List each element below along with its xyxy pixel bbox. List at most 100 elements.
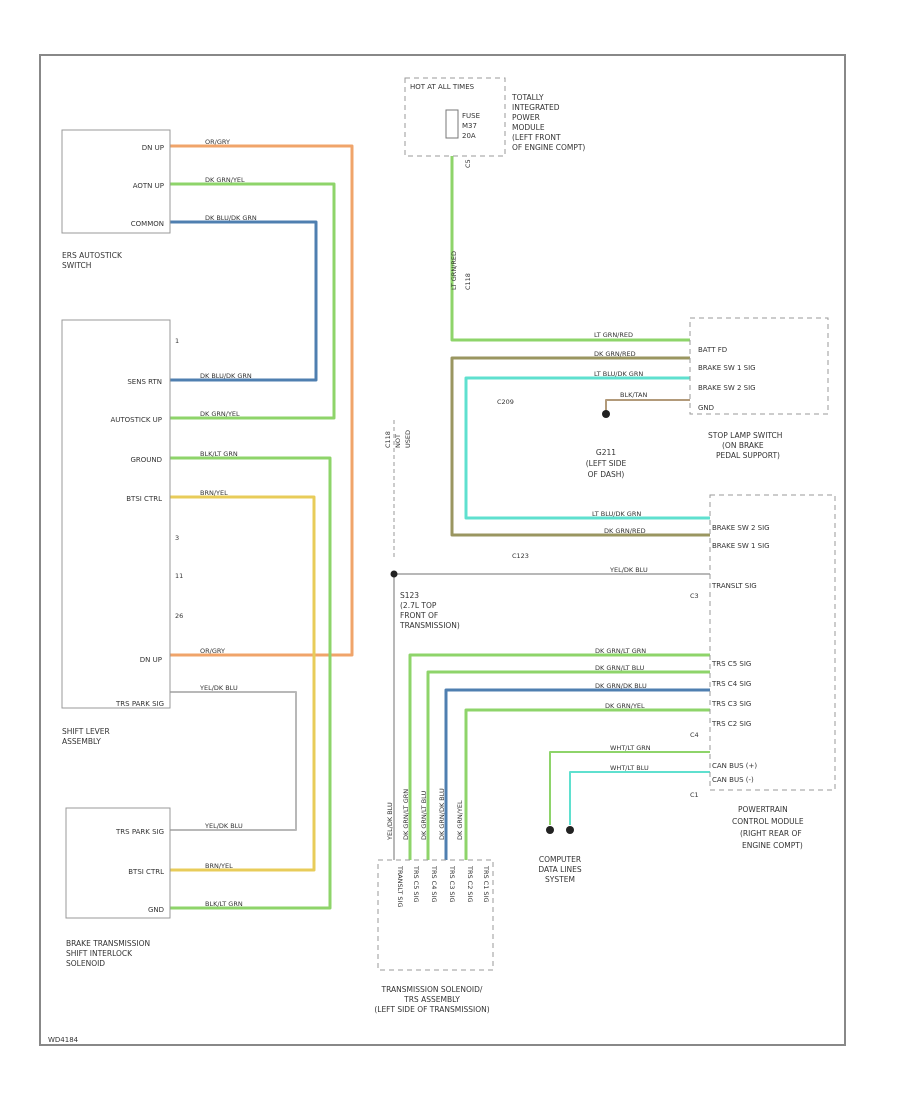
stop-pin-brake-sw2: BRAKE SW 2 SIG	[698, 384, 756, 392]
not-used-label-1: NOT	[394, 434, 402, 448]
stop-caption-3: PEDAL SUPPORT)	[716, 451, 780, 460]
pcm-connector-c3: C3	[690, 592, 699, 600]
pcm-caption: POWERTRAIN CONTROL MODULE (RIGHT REAR OF…	[732, 805, 804, 850]
shift-wire-btsi-label: BRN/YEL	[200, 489, 228, 497]
shift-caption-1: SHIFT LEVER	[62, 727, 110, 736]
pcm-connector-c1: C1	[690, 791, 699, 799]
pcm-wire-c5-label: DK GRN/LT GRN	[595, 647, 646, 655]
pcm-pin-trs-c2: TRS C2 SIG	[711, 720, 751, 728]
btsi-solenoid-box	[65, 807, 171, 919]
s123-caption: S123 (2.7L TOP FRONT OF TRANSMISSION)	[399, 591, 460, 630]
pcm-wire-c2-label: DK GRN/YEL	[605, 702, 645, 710]
sol-pin-c5: TRS C5 SIG	[412, 865, 420, 903]
svg-text:(2.7L TOP: (2.7L TOP	[400, 601, 437, 610]
svg-text:DATA LINES: DATA LINES	[538, 865, 581, 874]
pcm-pin-brake-sw1: BRAKE SW 1 SIG	[712, 542, 770, 550]
stop-pin-brake-sw1: BRAKE SW 1 SIG	[698, 364, 756, 372]
pcm-wire-c4-label: DK GRN/LT BLU	[595, 664, 644, 672]
sol-wire-translt-label: YEL/DK BLU	[386, 802, 394, 841]
ers-pin-dn-up: DN UP	[142, 144, 164, 152]
svg-text:TRS ASSEMBLY: TRS ASSEMBLY	[403, 995, 460, 1004]
stop-lamp-switch-box	[689, 317, 829, 415]
svg-text:MODULE: MODULE	[512, 123, 545, 132]
wire-trs-c2	[464, 708, 710, 860]
btsi-caption-3: SOLENOID	[66, 959, 105, 968]
wire-brake-sw1	[450, 356, 710, 537]
fuse-wire-label: LT GRN/RED	[450, 251, 458, 290]
shift-pin-btsi-ctrl: BTSI CTRL	[126, 495, 162, 503]
pcm-wire-c3-label: DK GRN/DK BLU	[595, 682, 647, 690]
shift-pin-dn-up: DN UP	[140, 656, 162, 664]
solenoid-caption: TRANSMISSION SOLENOID/ TRS ASSEMBLY (LEF…	[374, 985, 489, 1014]
wire-blue-common	[170, 220, 318, 382]
svg-text:OF DASH): OF DASH)	[588, 470, 625, 479]
shift-wire-dn-label: OR/GRY	[200, 647, 225, 655]
svg-text:CONTROL MODULE: CONTROL MODULE	[732, 817, 804, 826]
wire-green-aotn	[170, 182, 336, 420]
btsi-wire-trs-label: YEL/DK BLU	[204, 822, 243, 830]
pcm-connector-c4: C4	[690, 731, 699, 739]
pcm-pin-translt: TRANSLT SIG	[711, 582, 757, 590]
ers-pin-common: COMMON	[131, 220, 164, 228]
hot-at-all-times-label: HOT AT ALL TIMES	[410, 83, 475, 91]
btsi-caption-2: SHIFT INTERLOCK	[66, 949, 133, 958]
svg-text:TOTALLY: TOTALLY	[511, 93, 544, 102]
stop-wire-sw1-label: DK GRN/RED	[594, 350, 636, 358]
stop-wire-batt-label: LT GRN/RED	[594, 331, 633, 339]
stop-caption-2: (ON BRAKE	[722, 441, 764, 450]
pcm-pin-can-minus: CAN BUS (-)	[712, 776, 754, 784]
fuse-label-2: M37	[462, 122, 477, 130]
not-used-label-2: USED	[404, 430, 412, 448]
wire-orange-dn	[170, 144, 354, 657]
shift-pin-sens-rtn: SENS RTN	[127, 378, 162, 386]
ers-pin-aotn-up: AOTN UP	[133, 182, 164, 190]
ers-caption-2: SWITCH	[62, 261, 91, 270]
sol-wire-c4-label: DK GRN/LT BLU	[420, 791, 428, 840]
shift-pin-11: 11	[175, 572, 183, 580]
wire-can-minus	[569, 771, 710, 825]
wire-trs-c4	[426, 670, 710, 860]
ers-autostick-switch-box	[61, 129, 171, 234]
svg-text:(LEFT SIDE: (LEFT SIDE	[586, 459, 627, 468]
fuse-icon	[445, 109, 459, 139]
btsi-pin-btsi-ctrl: BTSI CTRL	[128, 868, 164, 876]
svg-text:INTEGRATED: INTEGRATED	[512, 103, 560, 112]
pcm-wire-translt-label: YEL/DK BLU	[609, 566, 648, 574]
wire-btsi-ctrl	[170, 495, 316, 872]
transmission-solenoid-box	[377, 859, 494, 971]
g211-caption: G211 (LEFT SIDE OF DASH)	[586, 448, 627, 479]
stop-pin-gnd: GND	[698, 404, 714, 412]
wire-translt	[393, 573, 710, 860]
s123-splice-dot	[390, 570, 398, 578]
btsi-wire-ctrl-label: BRN/YEL	[205, 862, 233, 870]
svg-text:FRONT OF: FRONT OF	[400, 611, 438, 620]
svg-text:TRANSMISSION SOLENOID/: TRANSMISSION SOLENOID/	[381, 985, 483, 994]
sol-wire-c2-label: DK GRN/YEL	[456, 800, 464, 840]
pcm-pin-brake-sw2: BRAKE SW 2 SIG	[712, 524, 770, 532]
svg-text:POWER: POWER	[512, 113, 540, 122]
wire-brake-sw2	[464, 376, 710, 520]
computer-data-lines-caption: COMPUTER DATA LINES SYSTEM	[538, 855, 581, 884]
stop-wire-gnd-label: BLK/TAN	[620, 391, 647, 399]
btsi-pin-trs-park: TRS PARK SIG	[115, 828, 164, 836]
svg-text:COMPUTER: COMPUTER	[539, 855, 581, 864]
c209-label: C209	[497, 398, 514, 406]
fuse-label-3: 20A	[462, 132, 476, 140]
pcm-box	[709, 494, 836, 791]
svg-text:SYSTEM: SYSTEM	[545, 875, 575, 884]
pcm-pin-trs-c3: TRS C3 SIG	[711, 700, 751, 708]
stop-caption-1: STOP LAMP SWITCH	[708, 431, 782, 440]
pcm-wire-can-plus-label: WHT/LT GRN	[610, 744, 651, 752]
can-minus-terminal	[566, 826, 574, 834]
shift-caption-2: ASSEMBLY	[62, 737, 101, 746]
svg-text:OF ENGINE COMPT): OF ENGINE COMPT)	[512, 143, 585, 152]
sol-pin-c1: TRS C1 SIG	[482, 865, 490, 903]
sol-pin-c2: TRS C2 SIG	[466, 865, 474, 903]
shift-pin-3: 3	[175, 534, 179, 542]
ers-wire-blue-label: DK BLU/DK GRN	[205, 214, 257, 222]
shift-wire-sens-label: DK BLU/DK GRN	[200, 372, 252, 380]
c123-label: C123	[512, 552, 529, 560]
svg-text:TRANSMISSION): TRANSMISSION)	[399, 621, 460, 630]
wire-ground	[170, 456, 332, 910]
shift-pin-autostick-up: AUTOSTICK UP	[110, 416, 162, 424]
